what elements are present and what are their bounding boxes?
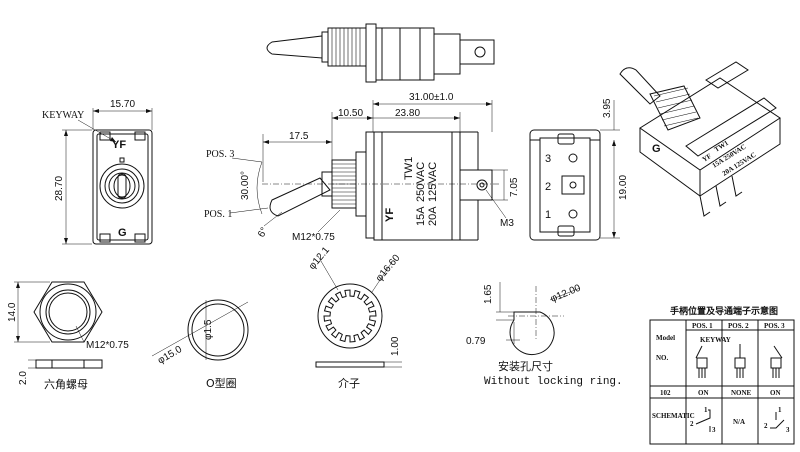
schematic-pos1: 1 2 3 [690,406,716,434]
table-model-label: Model [656,334,675,342]
position-table: 手柄位置及导通端子示意图 Model NO. POS. 1 POS. 2 POS… [649,305,795,445]
table-model-no: 102 [660,389,671,397]
schematic-pos2: N/A [733,418,745,426]
oring-caption: O型圈 [206,376,237,390]
screw-label: M3 [500,218,514,229]
terminal-num-2: 2 [545,181,551,193]
mounting-hole: φ12.00 1.65 0.79 安装孔尺寸 Without locking r… [466,282,623,388]
front-width-dim: 15.70 [110,99,135,110]
table-no-label: NO. [656,354,669,362]
table-keyway-label: KEYWAY [700,336,731,344]
iso-view: YF TW1 15A 250VAC 20A 125VAC G [619,61,781,217]
top-side-view [266,23,495,83]
front-mark-top: YF [112,139,126,151]
dim-angle: 30.00° [240,171,251,200]
table-schematic-label: SCHEMATIC [652,412,695,420]
oring-thickness-dim: φ1.5 [203,319,214,340]
hole-key-width-dim: 1.65 [483,284,494,304]
body-rating2a: 20A [427,206,439,226]
hole-caption-cn: 安装孔尺寸 [498,359,553,373]
nut-thread-label: M12*0.75 [86,340,129,351]
body-rating2b: 125VAC [427,162,439,202]
nut-caption: 六角螺母 [44,378,88,391]
table-header-pos1: POS. 1 [692,322,713,330]
svg-text:3: 3 [786,426,790,434]
front-view: 15.70 28.70 KEYWAY YF G [42,99,153,245]
washer: φ12.1 φ16.60 1.00 介子 [307,245,403,390]
dim-bushing: 10.50 [338,108,363,119]
terminal-height-dim: 19.00 [618,175,629,200]
table-state-pos2: NONE [731,389,752,397]
keyway-label: KEYWAY [42,110,84,121]
table-state-pos3: ON [770,389,781,397]
table-header-pos3: POS. 3 [764,322,785,330]
table-state-pos1: ON [698,389,709,397]
dim-overall: 31.00±1.0 [409,92,454,103]
dim-body: 23.80 [395,108,420,119]
nut-thickness-dim: 2.0 [18,371,29,385]
nut-height-dim: 14.0 [7,302,18,322]
pos3-label: POS. 3 [206,149,234,160]
hole-diameter-dim: φ12.00 [549,283,583,305]
side-view: 31.00±1.0 10.50 23.80 17.5 POS. 3 POS. 1… [204,92,520,243]
mini-switch-pos3 [770,345,783,378]
body-model: TW1 [403,157,415,180]
o-ring: φ15.0 φ1.5 O型圈 [151,299,249,390]
front-mark-bottom: G [118,227,127,239]
table-title: 手柄位置及导通端子示意图 [670,305,778,317]
dim-small-angle: 6° [256,226,270,240]
svg-text:1: 1 [704,406,708,414]
oring-outer-dim: φ15.0 [156,344,184,367]
body-rating1b: 250VAC [415,162,427,202]
pos1-label: POS. 1 [204,209,232,220]
terminal-num-3: 3 [545,153,551,165]
washer-outer-dim: φ16.60 [374,252,403,284]
terminal-num-1: 1 [545,209,551,221]
terminal-top-dim: 3.95 [602,98,613,118]
iso-mark-bottom: G [652,143,661,155]
table-header-pos2: POS. 2 [728,322,749,330]
terminal-hole-dim: 7.05 [509,177,520,197]
mini-switch-pos1 [695,345,708,378]
mini-switch-pos2 [734,344,746,378]
iso-mark: YF [701,152,713,164]
terminal-view: 3 2 1 19.00 3.95 [529,98,629,241]
side-thread-label: M12*0.75 [292,232,335,243]
hole-key-depth-dim: 0.79 [466,336,486,347]
svg-text:2: 2 [764,422,768,430]
dim-lever: 17.5 [289,131,309,142]
body-mark: YF [384,208,396,222]
svg-text:1: 1 [778,406,782,414]
schematic-pos3: 1 2 3 [764,406,790,434]
body-rating1a: 15A [415,206,427,226]
front-height-dim: 28.70 [54,176,65,201]
svg-text:3: 3 [712,426,716,434]
hex-nut: 14.0 M12*0.75 2.0 六角螺母 [7,281,129,391]
washer-inner-dim: φ12.1 [307,245,332,272]
hole-caption-en: Without locking ring. [484,376,623,388]
washer-thickness-dim: 1.00 [390,336,401,356]
svg-text:2: 2 [690,420,694,428]
washer-caption: 介子 [338,377,360,390]
